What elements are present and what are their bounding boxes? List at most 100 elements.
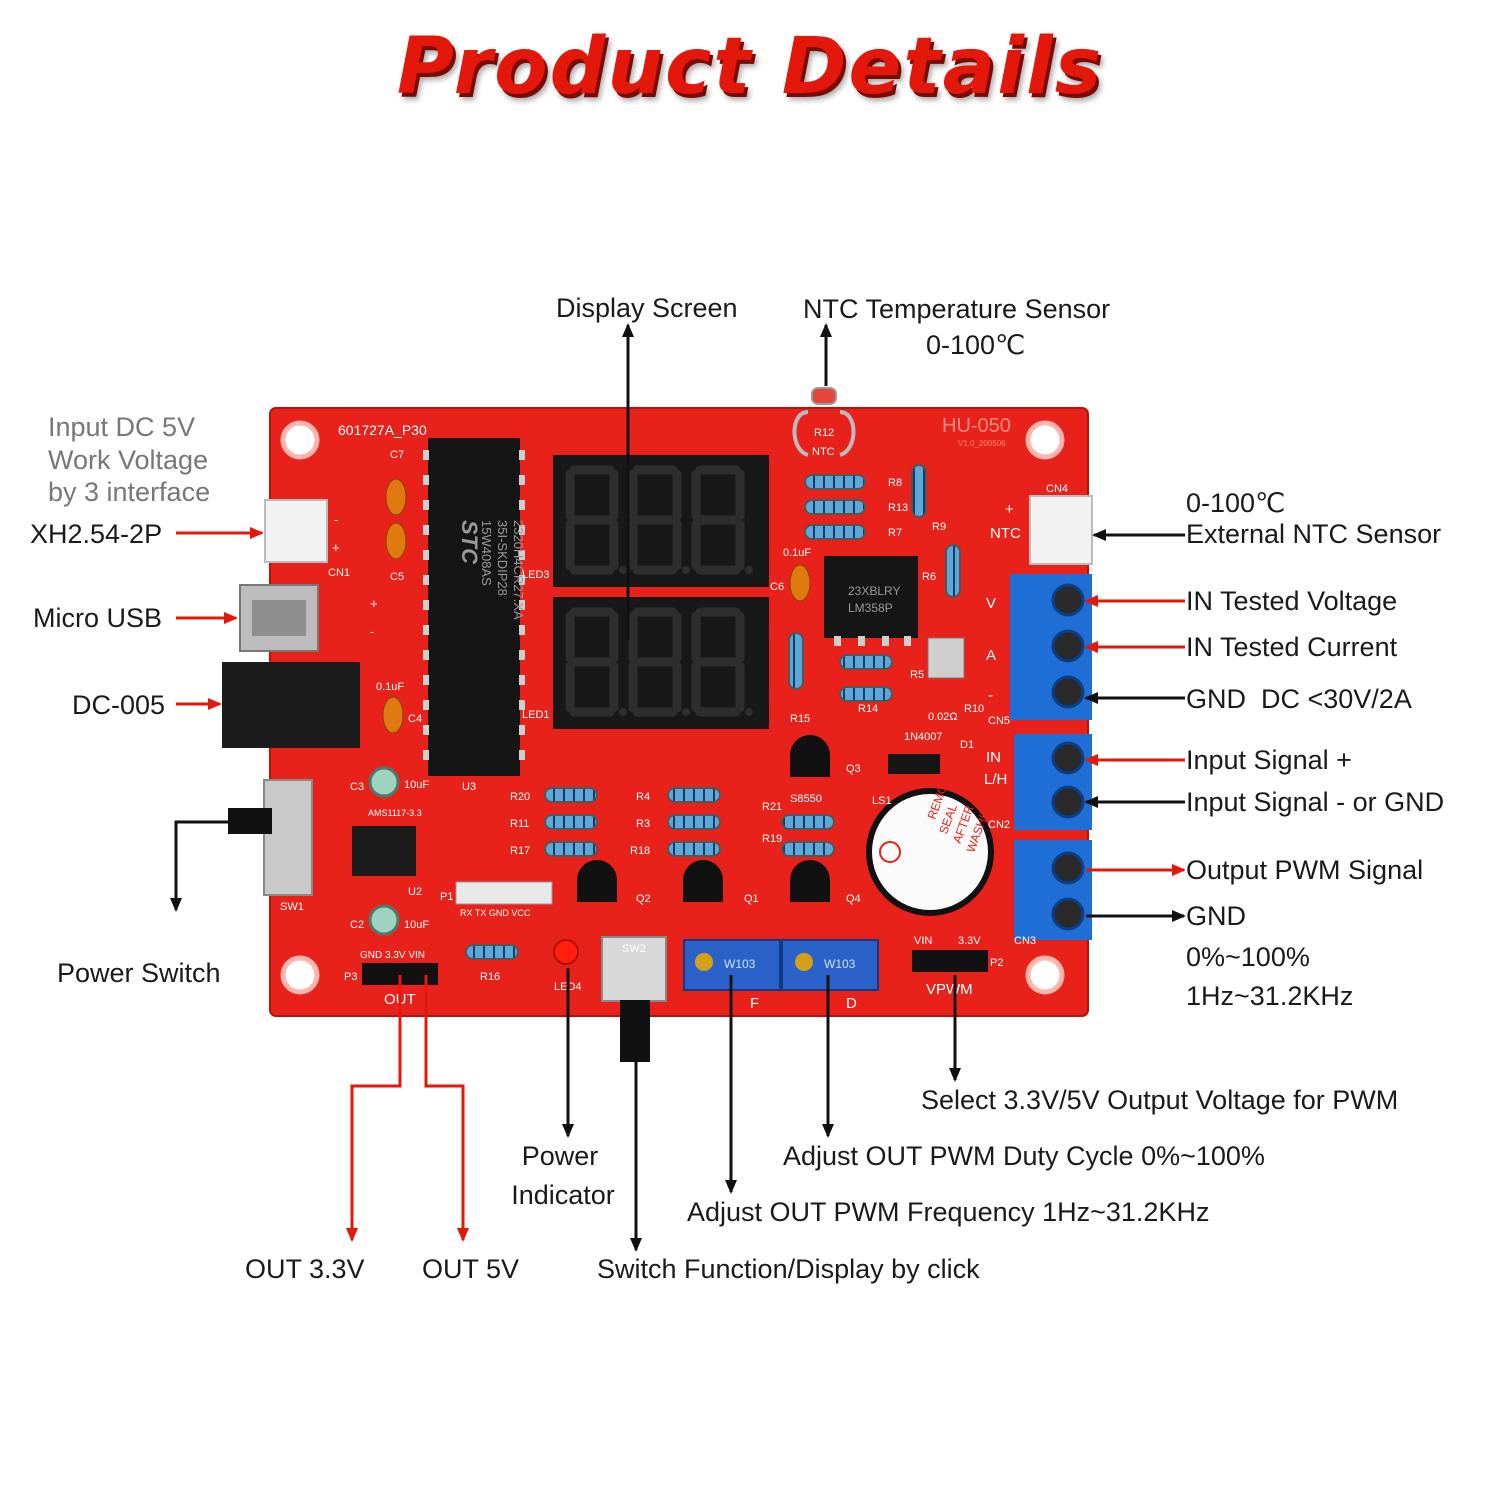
silk-q3: Q3: [846, 763, 861, 775]
silk-r10: R10: [964, 703, 984, 715]
silk-cn1: CN1: [328, 567, 350, 579]
display-decimal-point: [619, 566, 627, 574]
silk-q4: Q4: [846, 893, 861, 905]
silk-in: IN: [986, 749, 1001, 766]
silk-p1-pins: RX TX GND VCC: [460, 908, 531, 918]
label-adj-freq: Adjust OUT PWM Frequency 1Hz~31.2KHz: [687, 1197, 1210, 1227]
arrow-power-switch: [170, 820, 228, 912]
label-gnd-dc: GND DC <30V/2A: [1186, 684, 1412, 714]
silk-cn2: CN2: [988, 819, 1010, 831]
label-ext-ntc-range: 0-100℃: [1186, 488, 1286, 518]
silk-p1: P1: [440, 891, 453, 903]
silk-c3: C3: [350, 781, 364, 793]
silk-r11: R11: [510, 818, 529, 830]
silk-led3: LED3: [522, 569, 550, 581]
silk-d1-part: 1N4007: [904, 731, 943, 743]
silk-xh-plus: +: [332, 540, 340, 555]
silk-ls1: LS1: [872, 795, 892, 807]
silk-minus: -: [988, 687, 993, 704]
label-out33: OUT 3.3V: [245, 1254, 365, 1284]
label-select-v: Select 3.3V/5V Output Voltage for PWM: [921, 1085, 1399, 1115]
silk-vin: VIN: [914, 935, 932, 947]
label-out5: OUT 5V: [422, 1254, 520, 1284]
mcu-line-3: 35I-SKDIP28: [495, 520, 510, 596]
silk-cn4: CN4: [1046, 483, 1068, 495]
silk-p3-pins: GND 3.3V VIN: [360, 950, 425, 961]
silk-r17: R17: [510, 845, 530, 857]
silk-r002: 0.02Ω: [928, 711, 958, 723]
silk-c4: C4: [408, 713, 422, 725]
label-gnd: GND: [1186, 901, 1246, 931]
silk-r8: R8: [888, 477, 902, 489]
label-ntc-sensor: NTC Temperature Sensor: [803, 294, 1111, 324]
mcu-chip: STC 15W408AS 35I-SKDIP28 2320H4CR27.XA: [423, 438, 526, 776]
silk-led1: LED1: [522, 709, 550, 721]
capacitors: [368, 478, 811, 936]
resistors: [465, 464, 961, 960]
label-power-switch: Power Switch: [57, 958, 221, 988]
label-dc005: DC-005: [72, 690, 166, 720]
display-decimal-point: [745, 566, 753, 574]
left-connectors: [222, 499, 416, 896]
silk-q1: Q1: [744, 893, 759, 905]
silk-p2: P2: [990, 957, 1003, 969]
silk-c2: C2: [350, 919, 364, 931]
page-title: Product Details: [396, 22, 1104, 112]
silk-r7: R7: [888, 527, 902, 539]
label-freq: 1Hz~31.2KHz: [1186, 981, 1354, 1011]
label-xh254: XH2.54-2P: [30, 519, 163, 549]
right-connectors: [1010, 495, 1093, 940]
silk-r12: R12: [814, 427, 834, 439]
silk-r16: R16: [480, 971, 500, 983]
silk-c7: C7: [390, 449, 404, 461]
board-model: HU-050: [942, 415, 1011, 437]
arrow-out5: [424, 975, 469, 1242]
display-decimal-point: [682, 708, 690, 716]
callout-arrows: [170, 323, 1186, 1252]
silk-r15: R15: [790, 713, 810, 725]
label-input-minus: Input Signal - or GND: [1186, 787, 1445, 817]
silk-r4: R4: [636, 791, 650, 803]
label-input-dc: Input DC 5V: [48, 412, 196, 442]
label-ntc-range: 0-100℃: [926, 330, 1026, 360]
board-version: V1.0_200506: [958, 439, 1006, 448]
silk-pot-f: W103: [724, 957, 756, 971]
silkscreen: 601727A_P30 HU-050 V1.0_200506 C7 C5 0.1…: [280, 415, 1068, 1012]
seven-segment-digits: [565, 465, 753, 717]
silk-r14: R14: [858, 703, 878, 715]
silk-usb-plus: +: [370, 596, 378, 611]
label-indicator: Indicator: [511, 1180, 615, 1210]
silk-sw2: SW2: [622, 943, 646, 955]
silk-a: A: [986, 647, 996, 664]
opamp-line-1: 23XBLRY: [848, 584, 900, 598]
silk-q2: Q2: [636, 893, 651, 905]
transistors: [577, 735, 940, 902]
silk-r21: R21: [762, 801, 782, 813]
silk-plus: +: [1005, 501, 1014, 518]
silk-c5: C5: [390, 571, 404, 583]
label-adj-duty: Adjust OUT PWM Duty Cycle 0%~100%: [783, 1141, 1265, 1171]
silk-c2-val: 10uF: [404, 919, 429, 931]
silk-d: D: [846, 995, 857, 1012]
silk-d1: D1: [960, 739, 974, 751]
silk-lh: L/H: [984, 771, 1007, 788]
opamp-chip: 23XBLRY LM358P: [824, 556, 918, 646]
arrow-out33: [346, 975, 402, 1242]
silk-r9: R9: [932, 521, 946, 533]
misc-parts: [362, 637, 988, 1062]
silk-usb-minus: -: [370, 624, 374, 639]
silk-r19: R19: [762, 833, 782, 845]
silk-r5: R5: [910, 669, 924, 681]
pcb-code: 601727A_P30: [338, 422, 427, 438]
display-screen: [553, 455, 769, 729]
silk-v33: 3.3V: [958, 935, 981, 947]
silk-pot-d: W103: [824, 957, 856, 971]
silk-r6: R6: [922, 571, 936, 583]
label-in-voltage: IN Tested Voltage: [1186, 586, 1398, 616]
silk-ams: AMS1117-3.3: [368, 808, 422, 818]
label-output-pwm: Output PWM Signal: [1186, 855, 1424, 885]
ntc-sensor: [792, 387, 856, 457]
silk-cn3: CN3: [1014, 935, 1036, 947]
silk-r18: R18: [630, 845, 650, 857]
